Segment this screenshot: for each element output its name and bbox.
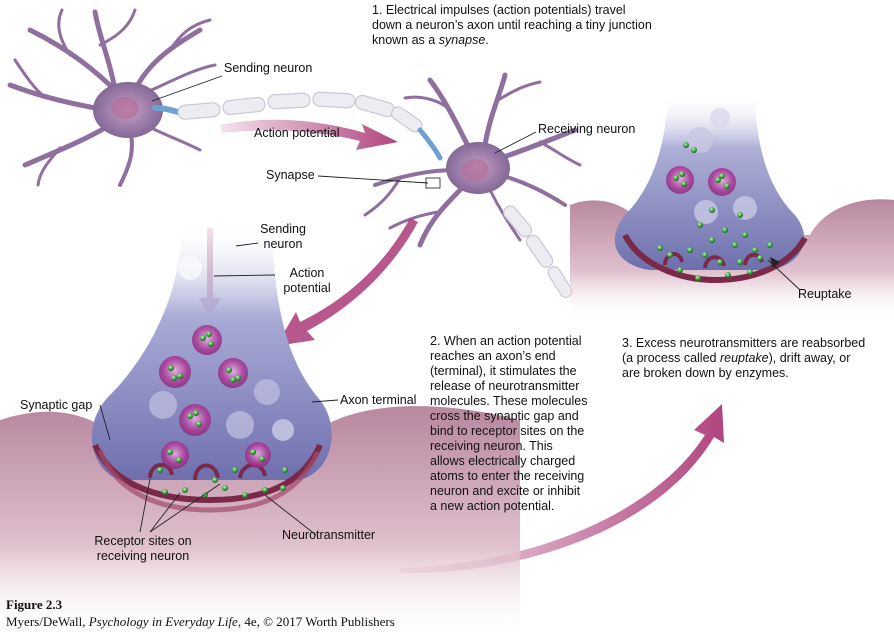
- step2-line: reaches an axon’s end: [430, 349, 556, 363]
- label-synaptic-gap: Synaptic gap: [20, 398, 93, 412]
- step1-line2: down a neuron’s axon until reaching a ti…: [372, 18, 652, 32]
- step2-line: allows electrically charged: [430, 454, 576, 468]
- credit-publisher: , 4e, © 2017 Worth Publishers: [237, 614, 395, 629]
- credit-book-title: Psychology in Everyday Life: [88, 614, 238, 629]
- step2-line: receiving neuron. This: [430, 439, 553, 453]
- step2-line: bind to receptor sites on the: [430, 424, 585, 438]
- step3-term-reuptake: reuptake: [719, 351, 769, 365]
- label-action-potential-2: Action potential: [276, 266, 338, 296]
- step2-line: 2. When an action potential: [430, 334, 582, 348]
- arrow-to-terminal: [276, 218, 418, 346]
- step3-line2: (a process called reuptake), drift away,…: [622, 351, 865, 366]
- step1-term-synapse: synapse: [438, 33, 486, 47]
- label-sending-neuron-2: Sending neuron: [258, 222, 308, 252]
- credit-authors: Myers/DeWall,: [6, 614, 89, 629]
- label-receptor-sites-line2: receiving neuron: [96, 549, 190, 563]
- label-neurotransmitter: Neurotransmitter: [282, 528, 376, 542]
- arrow-action-potential: [220, 119, 398, 150]
- step2-line: atoms to enter the receiving: [430, 469, 585, 483]
- label-sending-neuron-2-line2: neuron: [263, 237, 303, 251]
- figure-credit: Myers/DeWall, Psychology in Everyday Lif…: [6, 614, 395, 630]
- step1-line1: 1. Electrical impulses (action potential…: [372, 3, 626, 17]
- step2-line: cross the synaptic gap and: [430, 409, 579, 423]
- label-reuptake: Reuptake: [798, 287, 852, 301]
- label-axon-terminal: Axon terminal: [340, 393, 417, 407]
- step1-line3-post: .: [485, 33, 489, 47]
- receiving-neuron: [363, 72, 582, 298]
- step3-line1: 3. Excess neurotransmitters are reabsorb…: [622, 336, 866, 350]
- step3-line2-pre: (a process called: [622, 351, 720, 365]
- step3-description: 3. Excess neurotransmitters are reabsorb…: [622, 336, 865, 381]
- step2-line: molecules. These molecules: [430, 394, 588, 408]
- leader-lines: [99, 75, 801, 536]
- step2-line: (terminal), it stimulates the: [430, 364, 577, 378]
- step2-line: release of neurotransmitter: [430, 379, 580, 393]
- sending-neuron-top: [7, 8, 443, 187]
- step3-line3: are broken down by enzymes.: [622, 366, 789, 380]
- arrow-to-reuptake: [400, 404, 724, 574]
- step1-line3: known as a synapse.: [372, 33, 652, 48]
- figure-number: Figure 2.3: [6, 597, 63, 612]
- step2-line: neuron and excite or inhibit: [430, 484, 581, 498]
- label-receiving-neuron: Receiving neuron: [538, 122, 636, 136]
- step1-description: 1. Electrical impulses (action potential…: [372, 3, 652, 48]
- label-receptor-sites: Receptor sites on receiving neuron: [88, 534, 198, 564]
- step2-line: a new action potential.: [430, 499, 555, 513]
- step3-line2-post: ), drift away, or: [768, 351, 851, 365]
- label-receptor-sites-line1: Receptor sites on: [94, 534, 192, 548]
- axon-terminal-reuptake: [570, 95, 894, 320]
- label-action-potential-2-line2: potential: [283, 281, 331, 295]
- label-sending-neuron: Sending neuron: [224, 61, 313, 75]
- step2-description: 2. When an action potential reaches an a…: [430, 334, 587, 514]
- label-synapse: Synapse: [266, 168, 315, 182]
- axon-terminal-main: [0, 228, 520, 636]
- label-action-potential-2-line1: Action: [289, 266, 325, 280]
- step1-line3-pre: known as a: [372, 33, 439, 47]
- label-sending-neuron-2-line1: Sending: [260, 222, 306, 236]
- label-action-potential: Action potential: [254, 126, 340, 140]
